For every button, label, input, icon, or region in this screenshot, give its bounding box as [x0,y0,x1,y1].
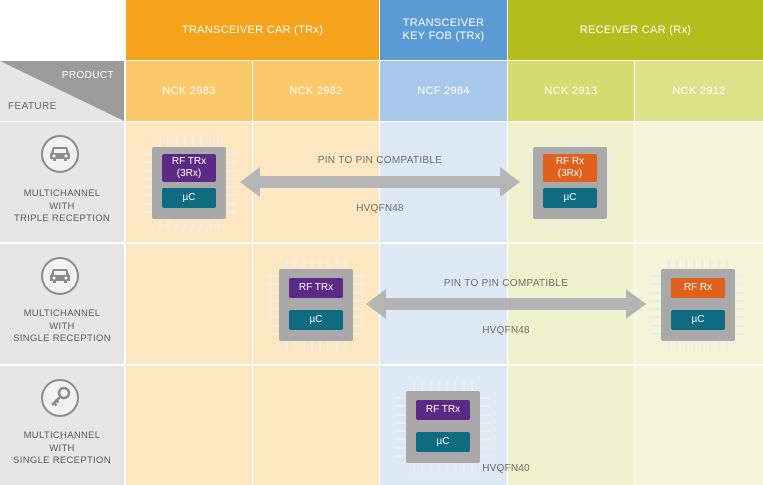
chip-mcu-block: µC [162,188,216,208]
key-icon [41,379,79,417]
chip-mcu-block: µC [671,310,725,330]
chip-nck2982: RF TRx µC [269,259,363,351]
feature-cell-single-reception-car: MULTICHANNEL WITH SINGLE RECEPTION [0,244,124,364]
chip-mcu-label: µC [563,192,577,203]
package-label: HVQFN48 [356,203,404,214]
chip-mcu-label: µC [309,314,323,325]
group-header-receiver-car: RECEIVER CAR (Rx) [508,0,763,60]
chip-mcu-label: µC [691,314,705,325]
chip-rf-label: RF TRx [298,282,334,293]
product-header-ncf2984: NCF 2984 [380,61,507,121]
package-label: HVQFN48 [482,325,530,336]
compatibility-text: PIN TO PIN COMPATIBLE [443,278,569,289]
feature-label: MULTICHANNEL WITH SINGLE RECEPTION [13,430,111,466]
product-label: NCF 2984 [417,85,470,97]
chip-rf-label: RF Rx [683,282,713,293]
feature-cell-single-reception-key: MULTICHANNEL WITH SINGLE RECEPTION [0,366,124,485]
car-icon [41,135,79,173]
chip-rf-label: RF TRx (3Rx) [171,156,207,179]
chip-mcu-label: µC [182,192,196,203]
product-label: NCK 2912 [672,85,726,97]
compatibility-arrow [366,289,646,319]
package-label-hvqfn40: HVQFN40 [482,463,530,474]
product-header-nck2982: NCK 2982 [253,61,379,121]
group-header-label: RECEIVER CAR (Rx) [579,23,692,36]
chip-rf-label: RF Rx (3Rx) [555,156,585,179]
row-divider [0,364,763,366]
chip-mcu-label: µC [436,436,450,447]
feature-cell-triple-reception: MULTICHANNEL WITH TRIPLE RECEPTION [0,122,124,242]
chip-rf-block: RF TRx [289,278,343,298]
chip-mcu-block: µC [543,188,597,208]
corner-cell: PRODUCT FEATURE [0,61,124,121]
group-header-label: TRANSCEIVER KEY FOB (TRx) [402,17,485,42]
chip-nck2912: RF Rx µC [651,259,745,351]
chip-rf-block: RF TRx (3Rx) [162,154,216,182]
chip-nck2983: RF TRx (3Rx) µC [142,137,236,229]
chip-rf-block: RF TRx [416,400,470,420]
chip-rf-label: RF TRx [425,404,461,415]
compatibility-text: PIN TO PIN COMPATIBLE [317,155,443,166]
row-divider [0,242,763,244]
chip-mcu-block: µC [289,310,343,330]
feature-label: MULTICHANNEL WITH SINGLE RECEPTION [13,308,111,344]
chip-mcu-block: µC [416,432,470,452]
group-header-transceiver-key-fob: TRANSCEIVER KEY FOB (TRx) [380,0,507,60]
corner-feature-label: FEATURE [8,101,57,112]
product-label: NCK 2983 [162,85,216,97]
group-header-label: TRANSCEIVER CAR (TRx) [181,23,324,36]
product-label: NCK 2913 [544,85,598,97]
car-icon [41,257,79,295]
chip-rf-block: RF Rx (3Rx) [543,154,597,182]
product-header-nck2912: NCK 2912 [635,61,763,121]
product-header-nck2913: NCK 2913 [508,61,634,121]
chip-ncf2984: RF TRx µC [396,381,490,473]
corner-diagonal [0,61,124,121]
compatibility-arrow [240,167,520,197]
group-header-transceiver-car: TRANSCEIVER CAR (TRx) [126,0,379,60]
chip-rf-block: RF Rx [671,278,725,298]
chip-nck2913: RF Rx (3Rx) µC [523,137,617,229]
product-label: NCK 2982 [289,85,343,97]
corner-product-label: PRODUCT [61,70,114,81]
feature-label: MULTICHANNEL WITH TRIPLE RECEPTION [13,188,111,224]
product-header-nck2983: NCK 2983 [126,61,252,121]
